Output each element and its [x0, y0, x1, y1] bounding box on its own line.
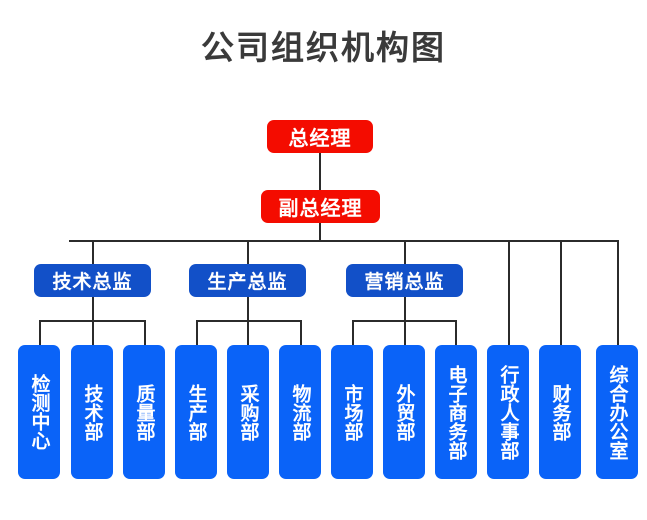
connector-bus-to-director-2: [247, 240, 249, 265]
connector-director-2-stem: [247, 296, 249, 321]
node-dept-finance[interactable]: 财务部: [539, 345, 581, 479]
connector-bus-to-dept-11: [560, 240, 562, 345]
node-technical-director[interactable]: 技术总监: [34, 264, 151, 297]
connector-bus-to-director-3: [404, 240, 406, 265]
node-dept-market[interactable]: 市场部: [331, 345, 373, 479]
node-dept-foreign-trade[interactable]: 外贸部: [383, 345, 425, 479]
connector-director-1-stem: [92, 296, 94, 321]
connector-director-3-stem: [404, 296, 406, 321]
connector-bus-to-dept-10: [508, 240, 510, 345]
node-dept-quality[interactable]: 质量部: [123, 345, 165, 479]
node-dept-technology[interactable]: 技术部: [71, 345, 113, 479]
page-title: 公司组织机构图: [201, 29, 446, 66]
node-dept-administration-hr[interactable]: 行政人事部: [487, 345, 529, 479]
connector-dgm-to-bus: [319, 222, 321, 241]
connector-gm-to-dgm: [319, 152, 321, 190]
connector-director-2-drop-1: [196, 320, 198, 345]
node-dept-ecommerce[interactable]: 电子商务部: [435, 345, 477, 479]
node-general-manager[interactable]: 总经理: [267, 120, 373, 153]
connector-director-2-bus: [196, 320, 302, 322]
connector-director-3-drop-1: [352, 320, 354, 345]
connector-director-1-drop-2: [92, 320, 94, 345]
connector-director-3-drop-3: [455, 320, 457, 345]
node-deputy-general-manager[interactable]: 副总经理: [261, 190, 380, 223]
node-dept-inspection-center[interactable]: 检测中心: [18, 345, 60, 479]
connector-director-3-drop-2: [404, 320, 406, 345]
node-marketing-director[interactable]: 营销总监: [346, 264, 463, 297]
connector-bus-to-director-1: [92, 240, 94, 265]
node-production-director[interactable]: 生产总监: [189, 264, 306, 297]
node-dept-production[interactable]: 生产部: [175, 345, 217, 479]
connector-director-2-drop-2: [247, 320, 249, 345]
connector-director-2-drop-3: [300, 320, 302, 345]
node-dept-logistics[interactable]: 物流部: [279, 345, 321, 479]
node-dept-purchasing[interactable]: 采购部: [227, 345, 269, 479]
connector-director-1-drop-1: [39, 320, 41, 345]
connector-director-1-drop-3: [144, 320, 146, 345]
node-dept-general-office[interactable]: 综合办公室: [596, 345, 638, 479]
connector-bus-to-dept-12: [617, 240, 619, 345]
connector-main-bus: [69, 240, 618, 242]
